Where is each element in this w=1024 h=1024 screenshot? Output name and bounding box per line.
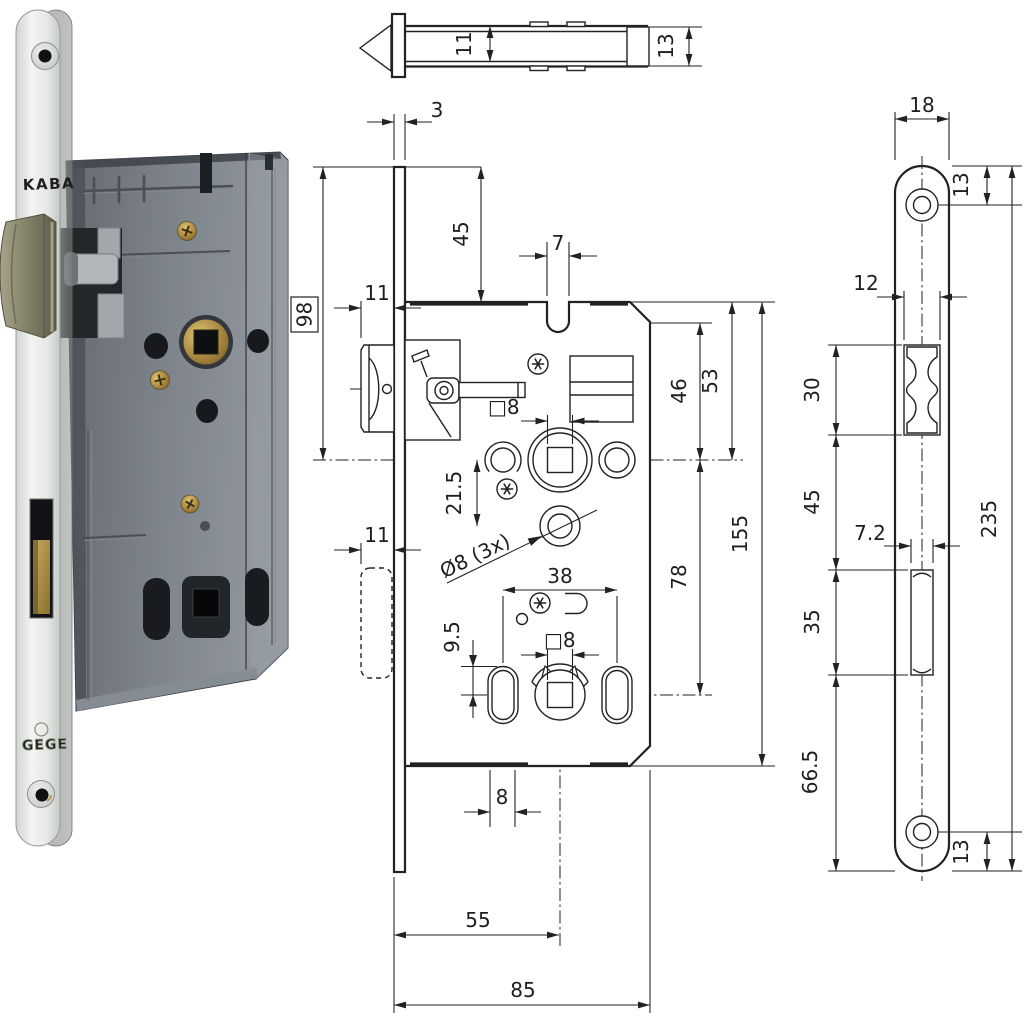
oval-hole-right-photo [245,568,269,626]
dim-step-to-spindle: 46 [667,378,691,403]
dim-deadbolt-throw: 11 [364,523,389,547]
deadbolt-slot-photo [29,498,54,619]
dim-oval-half: 9.5 [440,621,464,653]
spring-box [569,355,634,423]
deadbolt-dashed [360,567,393,679]
dim-bolt-cutout-height: 35 [800,609,824,634]
dim-plate-length: 235 [977,500,1001,538]
right-hole-ring [598,441,636,479]
svg-text:GEGE: GEGE [22,736,69,754]
dim-spindle-square: □8 [488,395,520,419]
small-pin [200,521,210,531]
torx-screw-mid [496,478,518,500]
faceplate-photo: KABA GEGE [15,9,76,847]
top-slot [200,153,212,193]
hole-center [196,399,218,423]
hole-right [247,329,269,353]
dim-case-top-to-spindle: 53 [698,368,722,393]
wc-follower [531,663,589,721]
spindle-hub [527,427,593,493]
dim-latch-to-bolt: 45 [800,489,824,514]
front-view: 3 45 7 11 98 53 46 155 [290,98,775,1013]
dim-case-depth: 85 [510,978,535,1002]
horseshoe-slot [565,592,588,615]
fixing-hole [539,505,581,547]
screw-hole-bottom [905,815,939,849]
dim-plate-top-to-case: 45 [449,221,473,246]
phillips-screw-2 [150,370,170,390]
dim-case-outer-width: 13 [654,33,678,58]
brand-logo-kaba: KABA [23,174,76,194]
latch-tail-rod [458,381,526,399]
dim-spindle-to-wc: 78 [667,564,691,589]
dim-plate-width: 18 [909,93,934,117]
side-view-geometry [893,156,1022,881]
top-slot-small [265,154,273,170]
phillips-screw-3 [180,494,200,514]
dim-plate-thickness: 3 [431,98,444,122]
faceplate-front-view [392,165,407,874]
dim-notch-width: 7 [552,231,565,255]
faceplate-top-view [390,12,407,79]
lock-case-photo [60,151,289,712]
phillips-screw-1 [177,221,197,241]
dim-latch-cutout-height: 30 [800,377,824,402]
side-view-dimensions: 18 13 235 12 30 45 [798,93,1022,872]
torx-screw-top [527,353,549,375]
deadbolt-cutout [910,569,934,676]
embossed-grooves [83,168,276,700]
dim-oval-width: 8 [496,785,509,809]
hole-left [144,333,168,359]
dim-oval-spacing: 38 [547,564,572,588]
oval-hole-right [601,665,633,725]
dim-case-height: 155 [728,515,752,553]
dim-screw-to-end: 13 [949,839,973,864]
left-hole-c-ring [484,441,522,473]
dim-bolt-cutout-width: 7.2 [854,521,886,545]
brand-logo-gege: GEGE [21,722,69,755]
oval-hole-left-photo [143,578,170,640]
dim-case-inner-width: 11 [452,31,476,56]
top-view-geometry [358,12,650,79]
wc-follower-photo [182,576,230,638]
top-view-dimensions: 11 13 [452,26,702,67]
dim-bolt-to-end: 66.5 [798,750,822,795]
front-view-geometry [360,165,652,874]
latch-wedge [358,23,392,73]
dim-plate-top-to-spindle: 98 [293,302,317,327]
photo-view: KABA GEGE [0,9,289,847]
latch-assembly [360,339,526,441]
dim-spindle-to-hole: 21.5 [442,471,466,516]
dim-wc-square: □8 [544,628,576,652]
screw-hole-top [905,188,939,222]
latch-bolt-photo [0,213,57,339]
spindle-hub-photo [179,315,233,369]
dim-latch-cutout-width: 12 [853,271,878,295]
dim-backset: 55 [465,908,490,932]
oval-hole-left [487,665,519,725]
dim-top-to-screw: 13 [949,172,973,197]
side-view: 18 13 235 12 30 45 [798,93,1022,881]
top-view: 11 13 [358,12,702,79]
dim-latch-protrusion: 11 [364,281,389,305]
torx-screw-low [529,592,551,614]
case-end-cap [626,26,650,67]
latch-in-cutout [905,346,939,434]
